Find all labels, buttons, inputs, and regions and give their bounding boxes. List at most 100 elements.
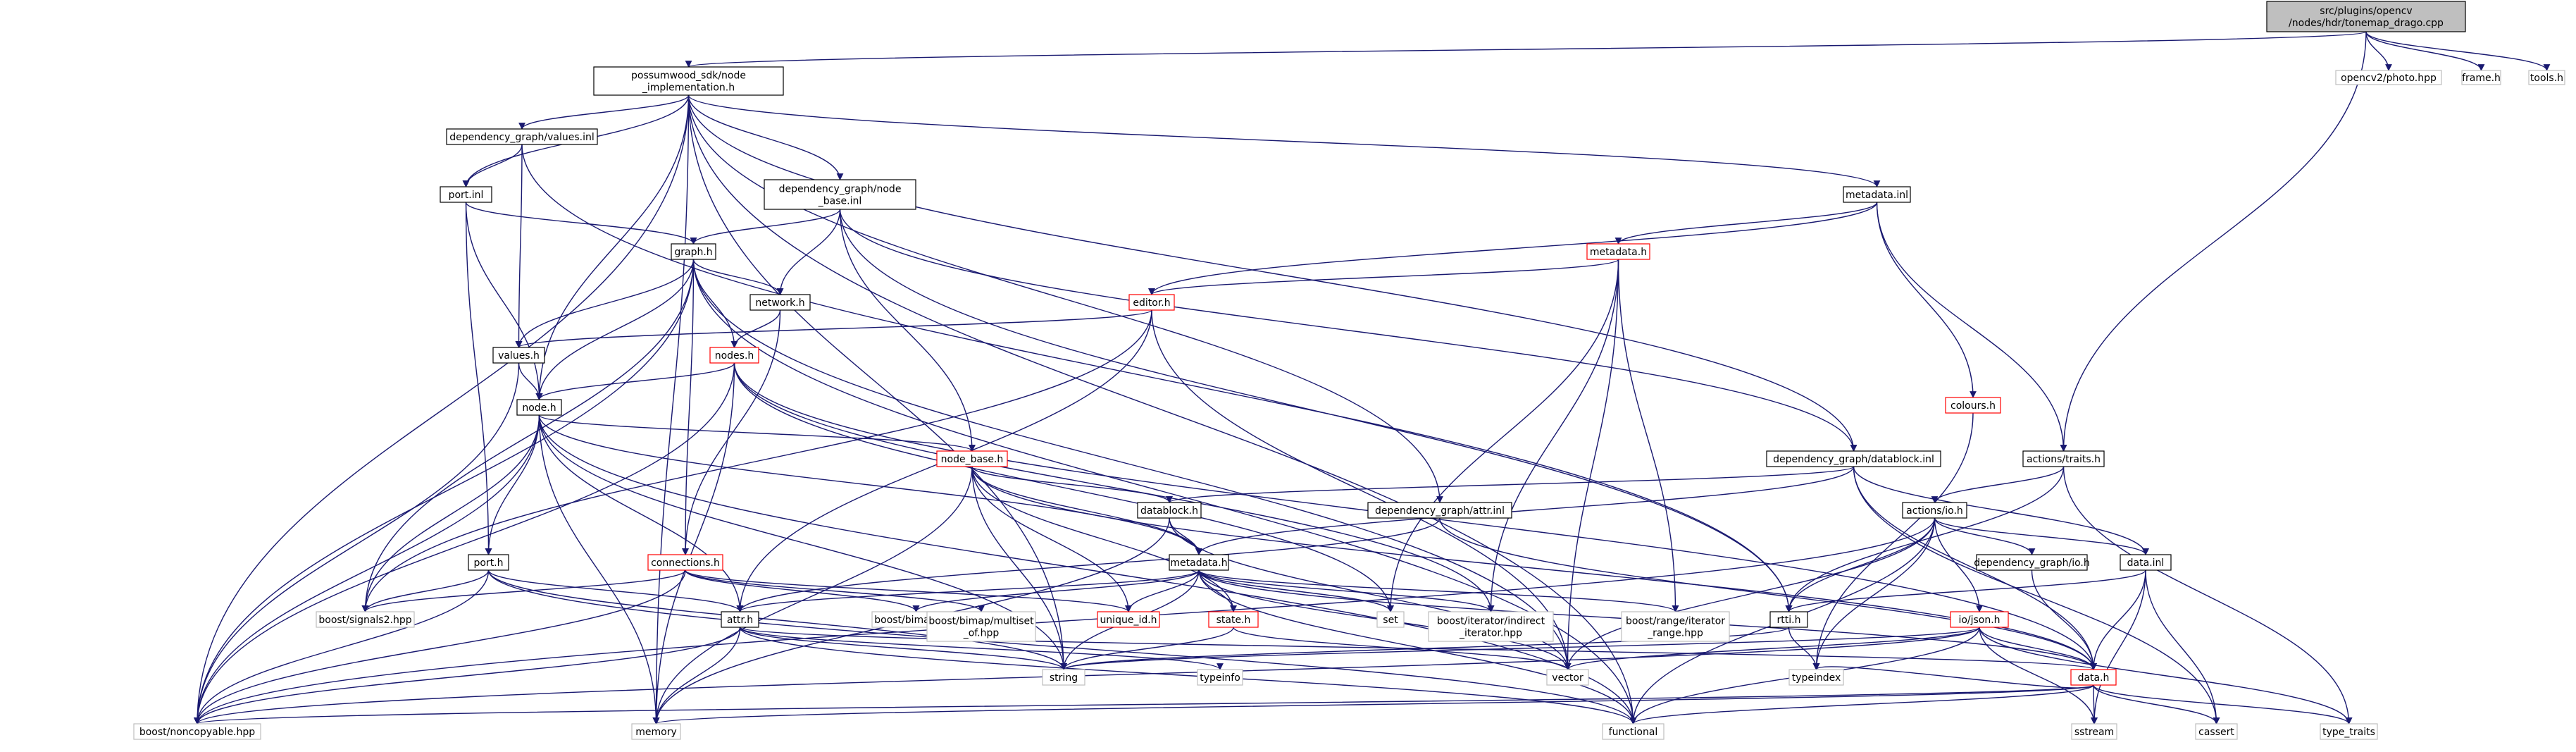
node-box[interactable] bbox=[516, 399, 562, 416]
node-box[interactable] bbox=[1208, 611, 1259, 628]
node-box[interactable] bbox=[764, 179, 916, 210]
node-box[interactable] bbox=[2320, 723, 2378, 740]
node-dg_values[interactable]: dependency_graph/values.inl bbox=[446, 128, 598, 145]
node-box[interactable] bbox=[593, 66, 784, 96]
node-node_base_h[interactable]: node_base.h bbox=[936, 450, 1008, 467]
node-functional[interactable]: functional bbox=[1602, 723, 1665, 740]
node-box[interactable] bbox=[1367, 502, 1512, 519]
node-box[interactable] bbox=[1546, 669, 1589, 686]
node-typeinfo[interactable]: typeinfo bbox=[1197, 669, 1243, 686]
node-box[interactable] bbox=[1428, 611, 1554, 642]
node-set[interactable]: set bbox=[1376, 611, 1405, 628]
node-photo[interactable]: opencv2/photo.hpp bbox=[2335, 70, 2442, 85]
node-colours_h[interactable]: colours.h bbox=[1945, 397, 2001, 414]
node-box[interactable] bbox=[647, 554, 723, 571]
node-box[interactable] bbox=[631, 723, 681, 740]
node-unique_id[interactable]: unique_id.h bbox=[1097, 611, 1160, 628]
node-box[interactable] bbox=[2071, 723, 2117, 740]
node-box[interactable] bbox=[492, 347, 545, 364]
node-network_h[interactable]: network.h bbox=[749, 294, 811, 311]
node-box[interactable] bbox=[1788, 669, 1844, 686]
node-actions_io[interactable]: actions/io.h bbox=[1902, 502, 1967, 519]
node-box[interactable] bbox=[2528, 70, 2565, 85]
node-box[interactable] bbox=[1766, 450, 1941, 467]
node-box[interactable] bbox=[1169, 554, 1229, 571]
node-indirect_iter[interactable]: boost/iterator/indirect_iterator.hpp bbox=[1428, 611, 1554, 642]
node-box[interactable] bbox=[1376, 611, 1405, 628]
node-state_h[interactable]: state.h bbox=[1208, 611, 1259, 628]
node-sstream[interactable]: sstream bbox=[2071, 723, 2117, 740]
node-box[interactable] bbox=[926, 611, 1036, 642]
node-dg_datablock[interactable]: dependency_graph/datablock.inl bbox=[1766, 450, 1941, 467]
node-label: dependency_graph/values.inl bbox=[449, 132, 595, 143]
node-box[interactable] bbox=[1976, 554, 2088, 571]
node-metadata_h2[interactable]: metadata.h bbox=[1169, 554, 1229, 571]
node-signals2[interactable]: boost/signals2.hpp bbox=[316, 611, 415, 628]
node-box[interactable] bbox=[440, 186, 492, 203]
node-values_h[interactable]: values.h bbox=[492, 347, 545, 364]
node-box[interactable] bbox=[1769, 611, 1808, 628]
node-data_h[interactable]: data.h bbox=[2070, 669, 2117, 686]
node-box[interactable] bbox=[671, 243, 716, 260]
node-box[interactable] bbox=[316, 611, 415, 628]
node-box[interactable] bbox=[2070, 669, 2117, 686]
node-node_impl[interactable]: possumwood_sdk/node_implementation.h bbox=[593, 66, 784, 96]
node-metadata_h1[interactable]: metadata.h bbox=[1586, 243, 1650, 260]
node-box[interactable] bbox=[2461, 70, 2501, 85]
node-actions_traits[interactable]: actions/traits.h bbox=[2022, 450, 2105, 467]
node-memory[interactable]: memory bbox=[631, 723, 681, 740]
node-box[interactable] bbox=[1843, 186, 1911, 203]
node-dg_attr[interactable]: dependency_graph/attr.inl bbox=[1367, 502, 1512, 519]
node-data_inl[interactable]: data.inl bbox=[2120, 554, 2172, 571]
node-noncopyable[interactable]: boost/noncopyable.hpp bbox=[133, 723, 261, 740]
node-box[interactable] bbox=[1128, 294, 1175, 311]
node-box[interactable] bbox=[1137, 502, 1202, 519]
node-box[interactable] bbox=[468, 554, 509, 571]
node-box[interactable] bbox=[446, 128, 598, 145]
node-label: boost/bimap/multiset bbox=[928, 616, 1034, 627]
node-box[interactable] bbox=[2120, 554, 2172, 571]
node-type_traits[interactable]: type_traits bbox=[2320, 723, 2378, 740]
node-root[interactable]: src/plugins/opencv/nodes/hdr/tonemap_dra… bbox=[2266, 1, 2466, 32]
node-cassert[interactable]: cassert bbox=[2195, 723, 2238, 740]
node-box[interactable] bbox=[749, 294, 811, 311]
node-dg_node_base[interactable]: dependency_graph/node_base.inl bbox=[764, 179, 916, 210]
node-box[interactable] bbox=[1197, 669, 1243, 686]
node-node_h[interactable]: node.h bbox=[516, 399, 562, 416]
node-port_inl[interactable]: port.inl bbox=[440, 186, 492, 203]
node-dg_io[interactable]: dependency_graph/io.h bbox=[1974, 554, 2090, 571]
node-string[interactable]: string bbox=[1042, 669, 1085, 686]
node-box[interactable] bbox=[1621, 611, 1730, 642]
node-connections_h[interactable]: connections.h bbox=[647, 554, 723, 571]
node-vector[interactable]: vector bbox=[1546, 669, 1589, 686]
node-datablock_h[interactable]: datablock.h bbox=[1137, 502, 1202, 519]
node-rtti_h[interactable]: rtti.h bbox=[1769, 611, 1808, 628]
node-box[interactable] bbox=[133, 723, 261, 740]
node-box[interactable] bbox=[1586, 243, 1650, 260]
node-box[interactable] bbox=[936, 450, 1008, 467]
node-box[interactable] bbox=[1945, 397, 2001, 414]
node-box[interactable] bbox=[2022, 450, 2105, 467]
node-tools[interactable]: tools.h bbox=[2528, 70, 2565, 85]
node-graph_h[interactable]: graph.h bbox=[671, 243, 716, 260]
node-typeindex[interactable]: typeindex bbox=[1788, 669, 1844, 686]
node-box[interactable] bbox=[1602, 723, 1665, 740]
node-frame[interactable]: frame.h bbox=[2461, 70, 2501, 85]
node-box[interactable] bbox=[709, 347, 759, 364]
node-metadata_inl[interactable]: metadata.inl bbox=[1843, 186, 1911, 203]
node-box[interactable] bbox=[2335, 70, 2442, 85]
node-range_iter[interactable]: boost/range/iterator_range.hpp bbox=[1621, 611, 1730, 642]
node-multiset[interactable]: boost/bimap/multiset_of.hpp bbox=[926, 611, 1036, 642]
node-box[interactable] bbox=[721, 611, 759, 628]
node-io_json[interactable]: io/json.h bbox=[1950, 611, 2009, 628]
node-box[interactable] bbox=[1042, 669, 1085, 686]
node-box[interactable] bbox=[1097, 611, 1160, 628]
node-box[interactable] bbox=[1950, 611, 2009, 628]
node-box[interactable] bbox=[2266, 1, 2466, 32]
node-editor_h[interactable]: editor.h bbox=[1128, 294, 1175, 311]
node-port_h[interactable]: port.h bbox=[468, 554, 509, 571]
node-nodes_h[interactable]: nodes.h bbox=[709, 347, 759, 364]
node-box[interactable] bbox=[1902, 502, 1967, 519]
node-box[interactable] bbox=[2195, 723, 2238, 740]
node-attr_h[interactable]: attr.h bbox=[721, 611, 759, 628]
